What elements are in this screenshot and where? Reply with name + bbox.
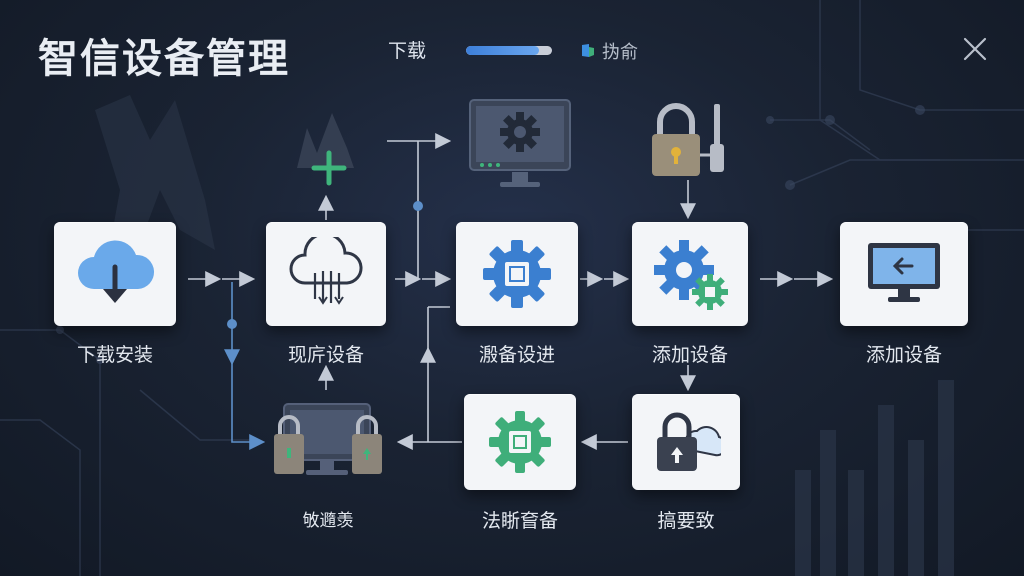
step-card-activate-setup[interactable]	[456, 222, 578, 326]
step-label-activate-setup: 溵备设进	[478, 344, 555, 366]
gear-chip-icon-green	[489, 411, 551, 473]
step-card-add-device-2[interactable]	[840, 222, 968, 326]
locked-monitor-icon	[274, 403, 382, 475]
close-icon[interactable]	[958, 32, 992, 66]
download-progress-fill	[466, 46, 540, 55]
step-label-add-device: 添加设备	[651, 344, 728, 366]
step-label-summary: 搞要致	[657, 510, 715, 532]
download-progress-bar	[466, 46, 552, 55]
step-label-add-device-2: 添加设备	[865, 344, 942, 366]
step-label-download-install: 下载安装	[76, 344, 153, 366]
padlock-usb-icon	[652, 103, 724, 176]
page-title: 智信设备管理	[38, 36, 290, 82]
cloud-sync-icon	[289, 237, 363, 305]
gear-chip-icon	[483, 240, 551, 308]
step-label-rule-set: 法䀿㚛备	[481, 510, 558, 532]
brand-text: 㧑俞	[602, 42, 638, 63]
step-card-download-install[interactable]	[54, 222, 176, 326]
cloud-download-icon	[78, 240, 155, 303]
step-card-discover-device[interactable]	[266, 222, 386, 326]
step-card-add-device[interactable]	[632, 222, 748, 326]
brand: 㧑俞	[580, 38, 638, 64]
step-card-summary[interactable]	[632, 394, 740, 490]
lock-cloud-icon	[657, 412, 721, 471]
step-card-rule-set[interactable]	[464, 394, 576, 490]
monitor-gear-icon	[469, 99, 571, 187]
step-label-lock-monitor: 敂䢫羡	[302, 511, 354, 531]
download-label: 下载	[388, 40, 427, 62]
gears-icon	[654, 240, 728, 310]
monitor-back-icon	[868, 243, 940, 302]
plus-icon	[297, 113, 354, 186]
brand-logo-icon	[582, 44, 594, 57]
step-label-discover-device: 现庍设备	[287, 344, 364, 366]
